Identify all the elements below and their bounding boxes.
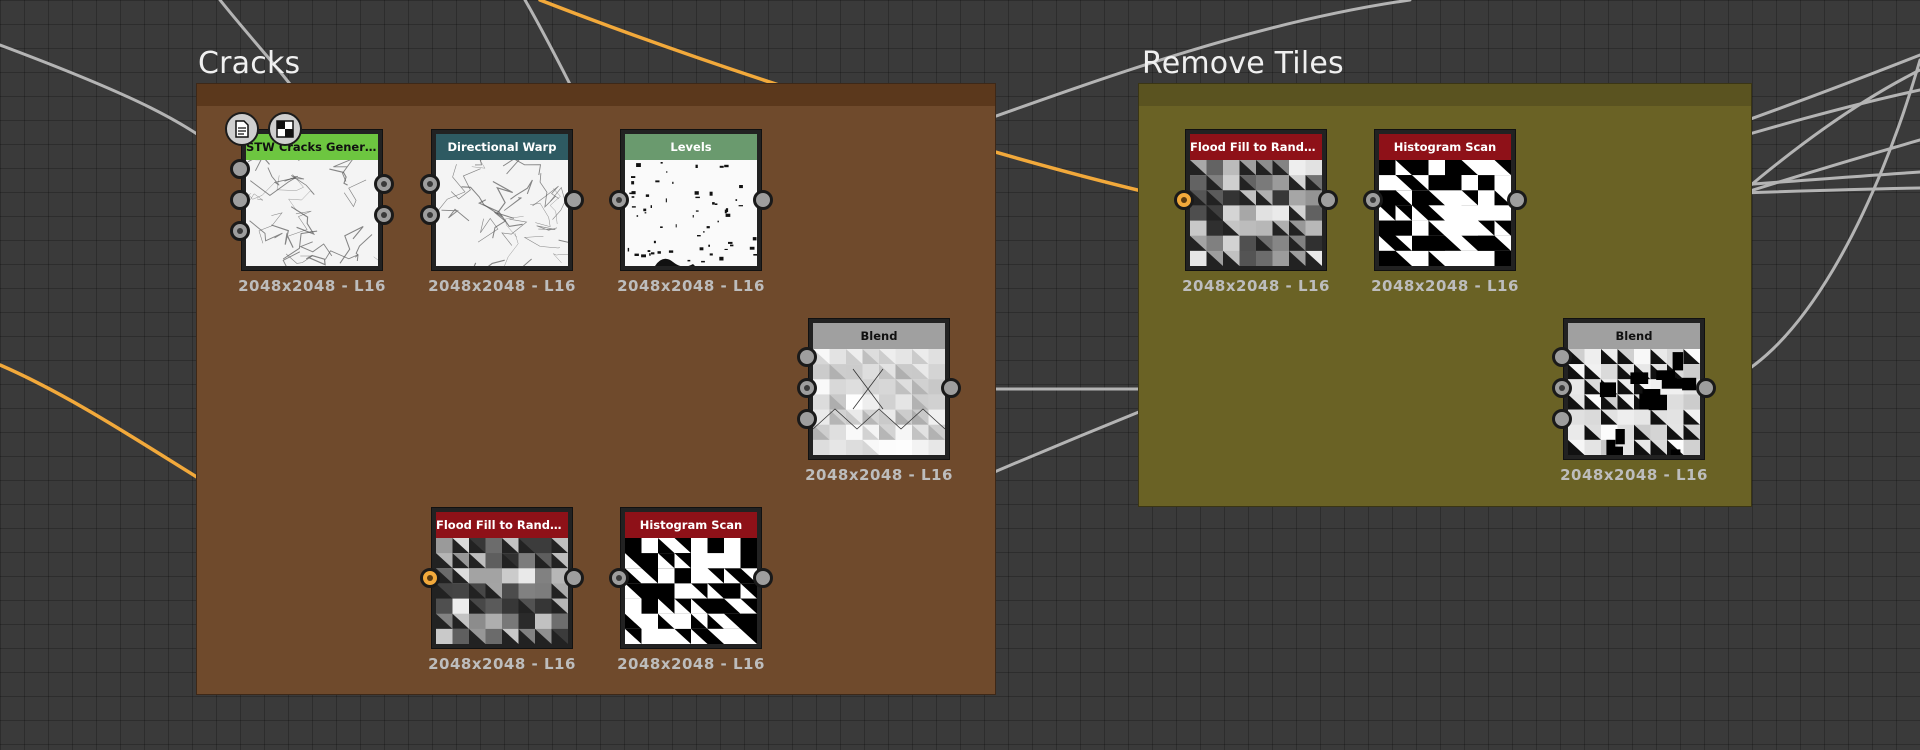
node-thumbnail bbox=[625, 160, 757, 266]
node-thumbnail bbox=[1568, 349, 1700, 455]
node-title: STW Cracks Generator bbox=[246, 134, 378, 160]
output-port[interactable] bbox=[941, 378, 961, 398]
input-port[interactable] bbox=[797, 409, 817, 429]
node-levels[interactable]: Levels 2048x2048 - L16 bbox=[609, 129, 773, 295]
node-flood-fill-random[interactable]: Flood Fill to Random Gr... 2048x2048 - L… bbox=[420, 507, 584, 673]
node-title: Blend bbox=[1568, 323, 1700, 349]
output-port[interactable] bbox=[374, 174, 394, 194]
node-title: Directional Warp bbox=[436, 134, 568, 160]
node-title: Blend bbox=[813, 323, 945, 349]
input-port[interactable] bbox=[609, 190, 629, 210]
node-thumbnail bbox=[813, 349, 945, 455]
node-resolution: 2048x2048 - L16 bbox=[428, 655, 576, 673]
input-port[interactable] bbox=[230, 159, 250, 179]
node-resolution: 2048x2048 - L16 bbox=[1371, 277, 1519, 295]
input-port[interactable] bbox=[230, 190, 250, 210]
output-port[interactable] bbox=[1696, 378, 1716, 398]
node-body[interactable]: Blend bbox=[808, 318, 950, 460]
node-thumbnail bbox=[1379, 160, 1511, 266]
node-flood-fill-random[interactable]: Flood Fill to Random Gr... 2048x2048 - L… bbox=[1174, 129, 1338, 295]
node-resolution: 2048x2048 - L16 bbox=[617, 277, 765, 295]
input-port[interactable] bbox=[797, 378, 817, 398]
frame-cracks-header[interactable] bbox=[197, 84, 995, 106]
node-body[interactable]: STW Cracks Generator bbox=[241, 129, 383, 271]
node-body[interactable]: Levels bbox=[620, 129, 762, 271]
output-port[interactable] bbox=[753, 568, 773, 588]
node-thumbnail bbox=[436, 160, 568, 266]
output-port[interactable] bbox=[374, 205, 394, 225]
node-blend[interactable]: Blend 2048x2048 - L16 bbox=[1552, 318, 1716, 484]
node-histogram-scan[interactable]: Histogram Scan 2048x2048 - L16 bbox=[1363, 129, 1527, 295]
node-title: Histogram Scan bbox=[625, 512, 757, 538]
node-body[interactable]: Flood Fill to Random Gr... bbox=[1185, 129, 1327, 271]
input-port[interactable] bbox=[420, 174, 440, 194]
node-resolution: 2048x2048 - L16 bbox=[805, 466, 953, 484]
input-port[interactable] bbox=[1174, 190, 1194, 210]
node-body[interactable]: Histogram Scan bbox=[1374, 129, 1516, 271]
frame-cracks-title[interactable]: Cracks bbox=[198, 46, 301, 81]
node-body[interactable]: Blend bbox=[1563, 318, 1705, 460]
node-histogram-scan[interactable]: Histogram Scan 2048x2048 - L16 bbox=[609, 507, 773, 673]
node-resolution: 2048x2048 - L16 bbox=[617, 655, 765, 673]
input-port[interactable] bbox=[230, 221, 250, 241]
output-port[interactable] bbox=[564, 190, 584, 210]
input-port[interactable] bbox=[1552, 378, 1572, 398]
comment-doc-icon[interactable] bbox=[225, 112, 259, 146]
input-port[interactable] bbox=[420, 205, 440, 225]
node-blend[interactable]: Blend 2048x2048 - L16 bbox=[797, 318, 961, 484]
node-resolution: 2048x2048 - L16 bbox=[238, 277, 386, 295]
node-stw-cracks-generator[interactable]: STW Cracks Generator 2048x2048 - L16 bbox=[230, 129, 394, 295]
node-thumbnail bbox=[246, 160, 378, 266]
output-port[interactable] bbox=[753, 190, 773, 210]
node-thumbnail bbox=[436, 538, 568, 644]
node-body[interactable]: Histogram Scan bbox=[620, 507, 762, 649]
node-title: Histogram Scan bbox=[1379, 134, 1511, 160]
node-resolution: 2048x2048 - L16 bbox=[1560, 466, 1708, 484]
checker-preview-icon[interactable] bbox=[268, 112, 302, 146]
node-resolution: 2048x2048 - L16 bbox=[1182, 277, 1330, 295]
output-port[interactable] bbox=[1318, 190, 1338, 210]
node-thumbnail bbox=[1190, 160, 1322, 266]
frame-remove-tiles-title[interactable]: Remove Tiles bbox=[1142, 46, 1344, 81]
node-body[interactable]: Directional Warp bbox=[431, 129, 573, 271]
input-port[interactable] bbox=[1552, 409, 1572, 429]
input-port[interactable] bbox=[1363, 190, 1383, 210]
frame-remove-tiles-header[interactable] bbox=[1139, 84, 1751, 106]
input-port[interactable] bbox=[797, 347, 817, 367]
input-port[interactable] bbox=[1552, 347, 1572, 367]
node-thumbnail bbox=[625, 538, 757, 644]
node-directional-warp[interactable]: Directional Warp 2048x2048 - L16 bbox=[420, 129, 584, 295]
input-port[interactable] bbox=[420, 568, 440, 588]
node-body[interactable]: Flood Fill to Random Gr... bbox=[431, 507, 573, 649]
node-title: Flood Fill to Random Gr... bbox=[436, 512, 568, 538]
node-resolution: 2048x2048 - L16 bbox=[428, 277, 576, 295]
input-port[interactable] bbox=[609, 568, 629, 588]
node-title: Flood Fill to Random Gr... bbox=[1190, 134, 1322, 160]
node-title: Levels bbox=[625, 134, 757, 160]
output-port[interactable] bbox=[564, 568, 584, 588]
output-port[interactable] bbox=[1507, 190, 1527, 210]
